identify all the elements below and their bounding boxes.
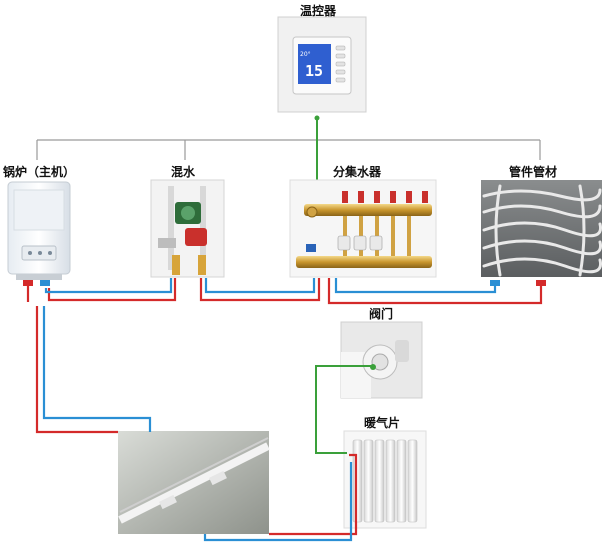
boiler-image <box>7 181 71 280</box>
pipes-image <box>481 180 603 277</box>
manifold-image <box>289 179 437 278</box>
radiator-image <box>343 430 427 529</box>
thermostat-image: 15 20° <box>277 16 367 113</box>
thermostat-small-reading: 20° <box>300 51 311 58</box>
radiator-label: 暖气片 <box>364 416 401 430</box>
cold-water-pipes <box>42 278 497 542</box>
thermostat-temperature: 15 <box>305 62 323 80</box>
mixing-label: 混水 <box>171 165 196 179</box>
connector-lines <box>36 118 541 160</box>
room-pipe-image <box>118 431 270 534</box>
thermostat-buttons <box>335 45 346 83</box>
thermostat-label: 温控器 <box>300 4 337 18</box>
valve-label: 阀门 <box>369 307 394 321</box>
boiler-label: 锅炉（主机） <box>3 165 76 179</box>
manifold-label: 分集水器 <box>333 165 382 179</box>
manifold-valve-caps <box>342 191 428 203</box>
mixing-unit-image <box>150 179 225 278</box>
valve-wire <box>315 365 371 454</box>
manifold-flow-meters <box>337 235 383 251</box>
pipe-fittings <box>23 280 546 286</box>
pipes-label: 管件管材 <box>509 165 558 179</box>
wire-dot <box>314 115 320 121</box>
hot-water-pipes <box>26 278 543 536</box>
thermostat-screen <box>298 44 331 84</box>
valve-image <box>340 321 423 399</box>
